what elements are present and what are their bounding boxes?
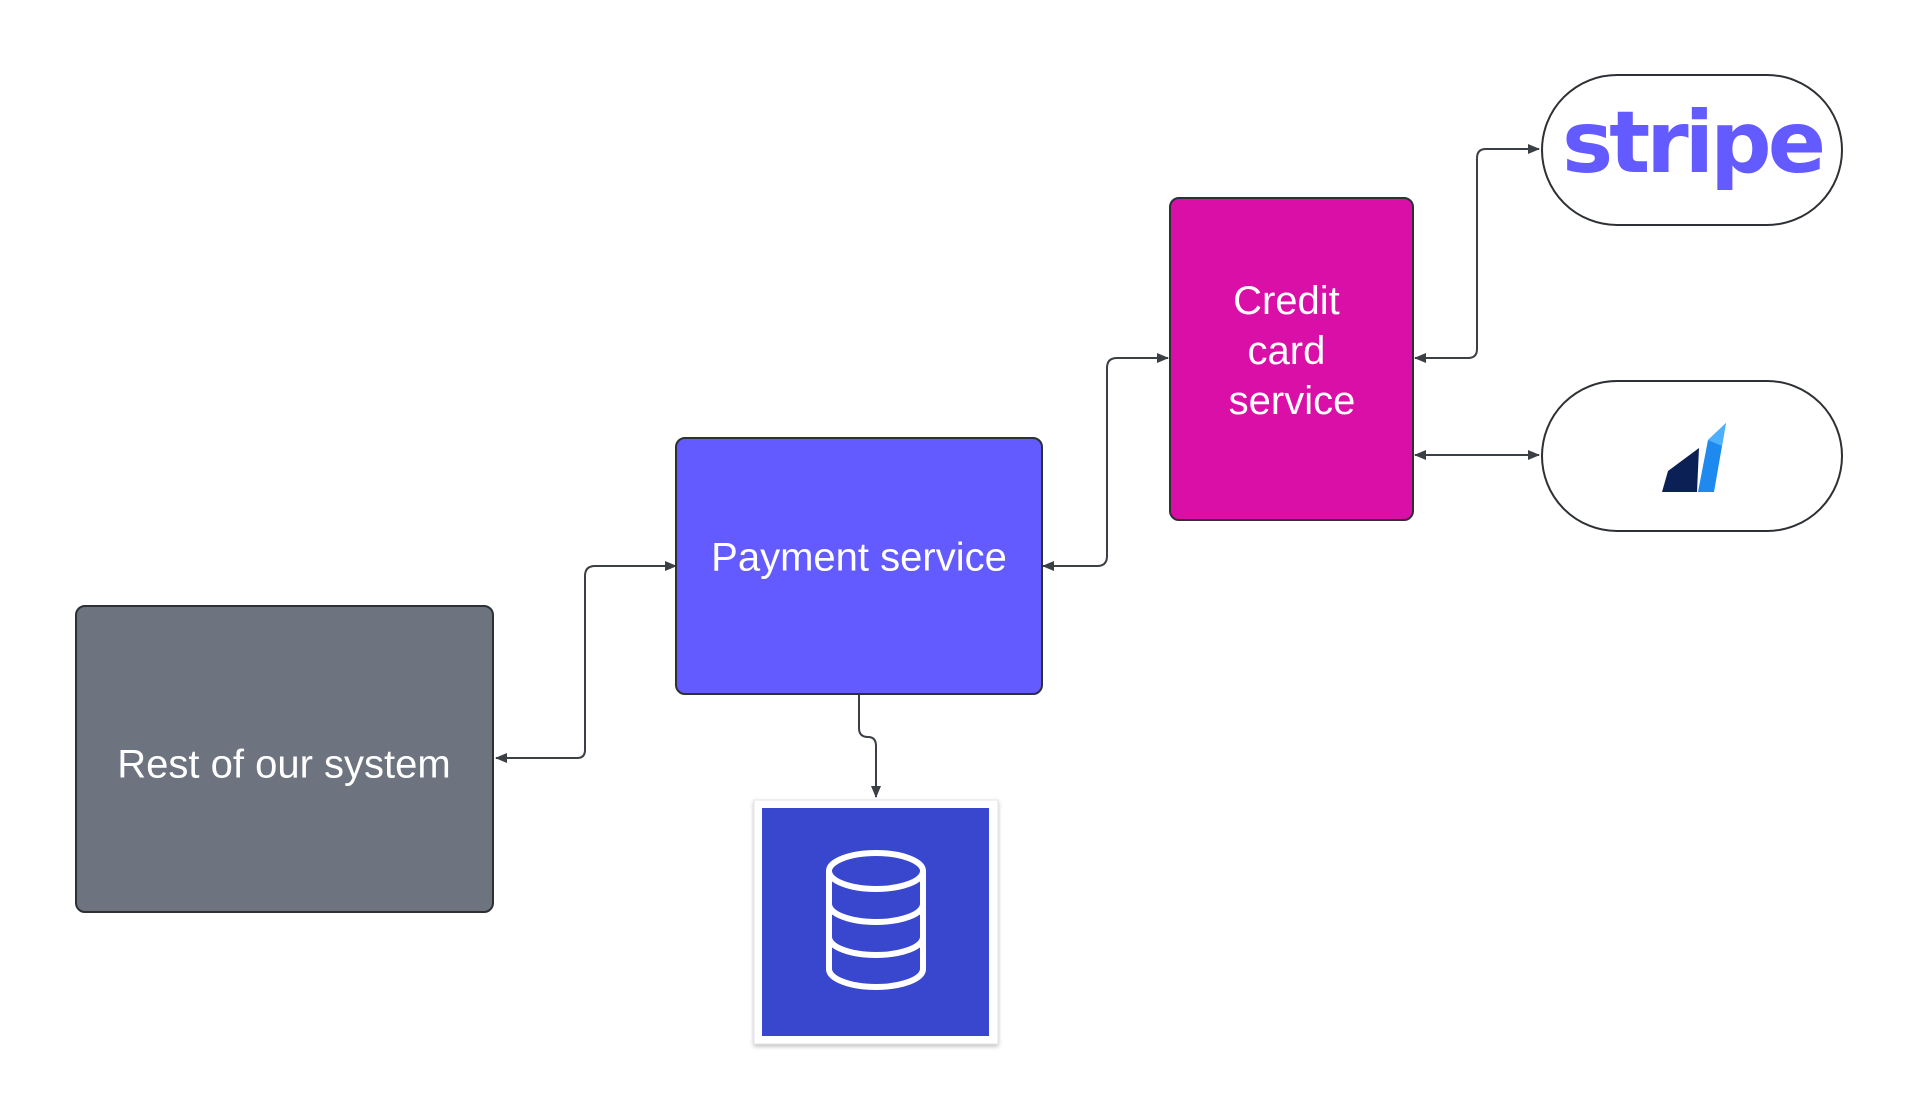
stripe-logo-text: stripe <box>1562 93 1823 193</box>
rest-of-system-label: Rest of our system <box>117 743 450 787</box>
rest-of-system-box <box>75 605 494 913</box>
payment-service-box <box>675 437 1043 695</box>
edge-payment-creditcard <box>1042 353 1169 571</box>
stripe-provider-node[interactable]: stripe <box>1541 74 1843 226</box>
database-node[interactable] <box>753 799 999 1045</box>
credit-card-label-line-1: Credit <box>1233 279 1340 323</box>
credit-card-service-box <box>1169 197 1414 521</box>
payment-service-label: Payment service <box>711 536 1007 580</box>
database-icon <box>826 850 926 990</box>
payment-provider-logo-icon <box>1662 423 1726 492</box>
payment-service-node[interactable]: Payment service <box>675 437 1043 695</box>
credit-card-service-label: Credit card service <box>1229 279 1356 423</box>
edge-creditcard-stripe <box>1414 144 1540 363</box>
connectors <box>495 144 1540 798</box>
stripe-provider-pill <box>1541 74 1843 226</box>
credit-card-label-line-2: card <box>1248 329 1326 373</box>
edge-payment-database <box>858 668 881 798</box>
second-provider-node[interactable] <box>1541 380 1843 532</box>
credit-card-label-line-3: service <box>1229 379 1356 423</box>
rest-of-system-node[interactable]: Rest of our system <box>75 605 494 913</box>
edge-system-payment <box>495 561 677 763</box>
credit-card-service-node[interactable]: Credit card service <box>1169 197 1414 521</box>
